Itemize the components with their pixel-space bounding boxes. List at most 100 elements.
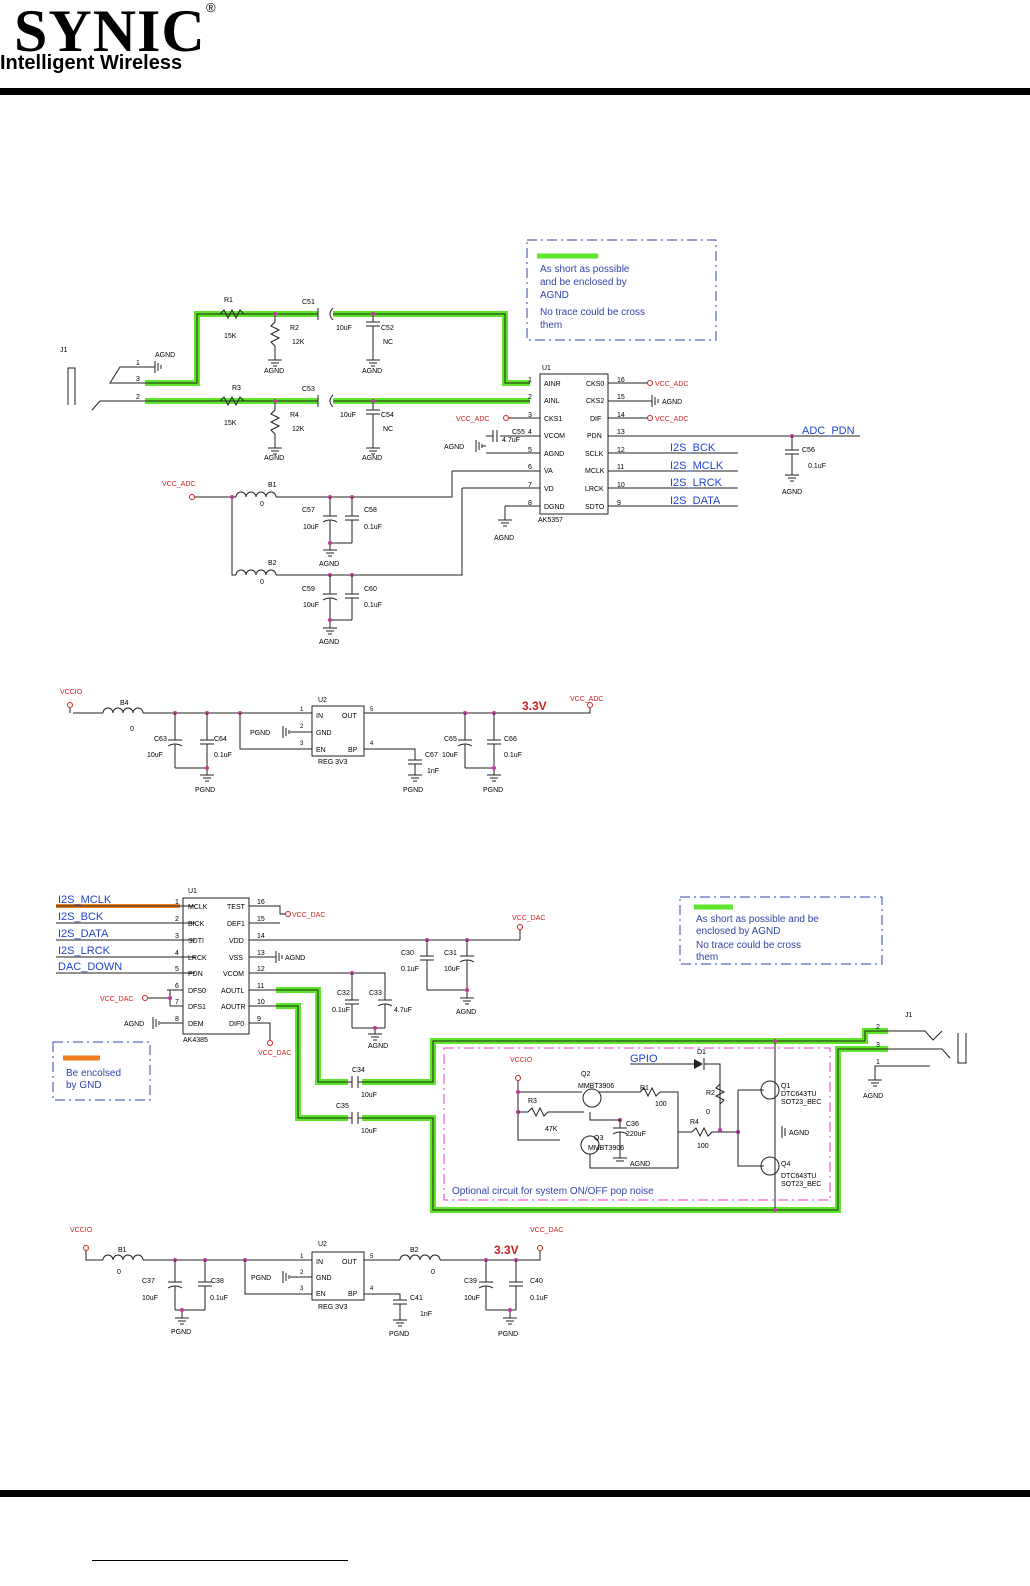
svg-text:DFS1: DFS1	[188, 1004, 206, 1011]
svg-text:C63: C63	[154, 736, 167, 743]
svg-text:DIF: DIF	[590, 416, 601, 423]
footer-underline	[92, 1560, 348, 1561]
svg-text:EN: EN	[316, 747, 326, 754]
svg-text:AK5357: AK5357	[538, 517, 563, 524]
svg-text:CKS2: CKS2	[586, 398, 604, 405]
svg-text:9: 9	[617, 500, 621, 507]
svg-text:PGND: PGND	[403, 787, 423, 794]
svg-text:VD: VD	[544, 486, 554, 493]
svg-text:AGND: AGND	[494, 535, 514, 542]
adc-note-line2: and be enclosed by	[540, 277, 627, 288]
svg-text:1: 1	[300, 707, 304, 713]
svg-text:2: 2	[300, 724, 304, 730]
svg-text:C37: C37	[142, 1278, 155, 1285]
svg-text:10uF: 10uF	[142, 1295, 158, 1302]
svg-text:B1: B1	[118, 1247, 127, 1254]
svg-text:15: 15	[617, 394, 625, 401]
svg-text:10uF: 10uF	[340, 412, 356, 419]
svg-text:PGND: PGND	[483, 787, 503, 794]
svg-text:SOT23_BEC: SOT23_BEC	[781, 1099, 821, 1106]
footer-rule	[0, 1490, 1030, 1497]
svg-text:AGND: AGND	[444, 444, 464, 451]
svg-text:15: 15	[257, 916, 265, 923]
svg-text:C54: C54	[381, 412, 394, 419]
svg-text:AGND: AGND	[662, 399, 682, 406]
svg-text:15K: 15K	[224, 420, 237, 427]
svg-text:VCOM: VCOM	[223, 971, 244, 978]
svg-text:5: 5	[528, 447, 532, 454]
svg-text:3: 3	[300, 1286, 304, 1292]
svg-text:VCCIO: VCCIO	[510, 1057, 533, 1064]
net-i2s-mclk: I2S_MCLK	[670, 460, 724, 472]
svg-text:R4: R4	[290, 412, 299, 419]
svg-text:VCOM: VCOM	[544, 433, 565, 440]
net-i2s-data: I2S_DATA	[670, 495, 721, 507]
svg-text:B2: B2	[410, 1247, 419, 1254]
svg-text:VCC_DAC: VCC_DAC	[292, 912, 325, 919]
svg-text:0.1uF: 0.1uF	[364, 602, 382, 609]
svg-text:4.7uF: 4.7uF	[502, 437, 520, 444]
svg-text:4: 4	[370, 1286, 374, 1292]
svg-text:16: 16	[257, 899, 265, 906]
svg-text:AGND: AGND	[319, 561, 339, 568]
svg-text:10uF: 10uF	[303, 602, 319, 609]
svg-text:0.1uF: 0.1uF	[364, 524, 382, 531]
svg-text:C64: C64	[214, 736, 227, 743]
svg-text:PDN: PDN	[587, 433, 602, 440]
svg-text:OUT: OUT	[342, 713, 358, 720]
svg-text:220uF: 220uF	[626, 1131, 646, 1138]
adc-regulator-section: VCCIO B4 0 C63 10uF C64 0.1uF PGND U2 RE…	[60, 689, 603, 794]
svg-text:R1: R1	[640, 1085, 649, 1092]
svg-text:VSS: VSS	[229, 955, 243, 962]
svg-text:SOT23_BEC: SOT23_BEC	[781, 1181, 821, 1188]
svg-text:C55: C55	[512, 429, 525, 436]
svg-text:C39: C39	[464, 1278, 477, 1285]
svg-text:AGND: AGND	[630, 1161, 650, 1168]
adc-note-line3: AGND	[540, 290, 569, 301]
svg-text:C52: C52	[381, 325, 394, 332]
svg-text:AGND: AGND	[456, 1009, 476, 1016]
svg-text:J1: J1	[60, 347, 68, 354]
svg-text:REG 3V3: REG 3V3	[318, 1304, 348, 1311]
svg-text:0.1uF: 0.1uF	[530, 1295, 548, 1302]
svg-text:MCLK: MCLK	[585, 468, 605, 475]
brand-tagline: Intelligent Wireless	[0, 52, 183, 74]
svg-text:8: 8	[175, 1016, 179, 1023]
svg-text:AGND: AGND	[264, 368, 284, 375]
svg-text:REG 3V3: REG 3V3	[318, 759, 348, 766]
optional-circuit-box	[443, 1047, 831, 1201]
svg-text:SCLK: SCLK	[585, 451, 604, 458]
svg-text:PGND: PGND	[251, 1275, 271, 1282]
svg-text:LRCK: LRCK	[188, 955, 207, 962]
svg-text:12: 12	[257, 966, 265, 973]
svg-text:0: 0	[706, 1109, 710, 1116]
svg-text:SDTO: SDTO	[585, 504, 605, 511]
svg-text:Q2: Q2	[581, 1071, 590, 1078]
net-i2s-lrck: I2S_LRCK	[670, 477, 723, 489]
svg-text:C40: C40	[530, 1278, 543, 1285]
svg-text:100: 100	[697, 1143, 709, 1150]
svg-text:IN: IN	[316, 1259, 323, 1266]
svg-text:U1: U1	[188, 888, 197, 895]
svg-text:12K: 12K	[292, 426, 305, 433]
r1-value: 15K	[224, 333, 237, 340]
dac-u1-chip: U1 AK4385 MCLK BICK SDTI LRCK PDN DFS0 D…	[160, 888, 520, 1044]
svg-text:AGND: AGND	[782, 489, 802, 496]
svg-text:0.1uF: 0.1uF	[808, 463, 826, 470]
svg-text:C65: C65	[444, 736, 457, 743]
svg-text:DEF1: DEF1	[227, 921, 245, 928]
svg-text:them: them	[696, 952, 718, 963]
dac-input-i2s-mclk: I2S_MCLK	[58, 894, 112, 906]
svg-text:VCC_ADC: VCC_ADC	[570, 696, 603, 703]
adc-note-line4: No trace could be cross	[540, 307, 645, 318]
svg-text:10uF: 10uF	[147, 752, 163, 759]
svg-text:R2: R2	[290, 325, 299, 332]
svg-text:4: 4	[175, 950, 179, 957]
svg-text:C66: C66	[504, 736, 517, 743]
svg-text:EN: EN	[316, 1291, 326, 1298]
svg-text:0: 0	[260, 501, 264, 508]
svg-text:J1: J1	[905, 1012, 913, 1019]
aoutr-trace-highlight	[276, 1003, 348, 1121]
svg-text:PGND: PGND	[389, 1331, 409, 1338]
svg-text:3: 3	[136, 376, 140, 383]
